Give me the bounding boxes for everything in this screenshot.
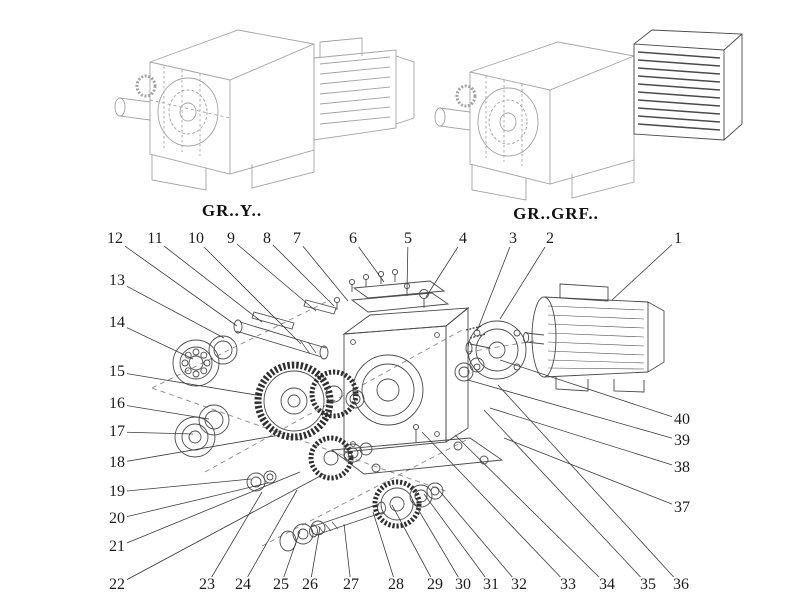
leader-line-37 (503, 437, 683, 509)
leader-line-11 (154, 238, 263, 323)
leader-line-32 (436, 487, 520, 586)
leader-line-40 (499, 359, 683, 421)
leader-line-23 (206, 491, 263, 586)
leader-line-29 (391, 504, 436, 586)
leader-line-10 (195, 238, 302, 345)
leader-line-35 (483, 409, 649, 586)
top-cover-and-bolts (333, 268, 450, 313)
leader-line-19 (116, 478, 252, 493)
part-number-17: 17 (107, 423, 127, 440)
part-number-13: 13 (107, 272, 127, 289)
part-number-36: 36 (671, 576, 691, 593)
part-number-21: 21 (107, 538, 127, 555)
part-number-34: 34 (597, 576, 617, 593)
part-number-23: 23 (197, 576, 217, 593)
part-number-16: 16 (107, 395, 127, 412)
part-number-40: 40 (672, 411, 692, 428)
part-number-5: 5 (402, 230, 414, 247)
output-shaft-assembly (279, 479, 444, 552)
part-number-20: 20 (107, 510, 127, 527)
leader-line-2 (499, 238, 551, 320)
leader-line-25 (280, 530, 301, 586)
leader-line-18 (116, 434, 281, 464)
part-number-35: 35 (638, 576, 658, 593)
leader-line-4 (425, 238, 464, 298)
part-number-31: 31 (481, 576, 501, 593)
part-number-30: 30 (453, 576, 473, 593)
variant-label-gr-grf: GR..GRF.. (513, 204, 599, 223)
part-number-3: 3 (507, 230, 519, 247)
leader-line-31 (423, 493, 492, 586)
leader-line-1 (611, 238, 679, 301)
leader-line-12 (114, 238, 238, 327)
part-number-2: 2 (544, 230, 556, 247)
leader-line-21 (116, 471, 301, 548)
part-number-22: 22 (107, 576, 127, 593)
part-number-10: 10 (186, 230, 206, 247)
part-number-38: 38 (672, 459, 692, 476)
part-number-28: 28 (386, 576, 406, 593)
leader-line-13 (116, 280, 225, 339)
assembled-unit-gr-y-drawing (114, 29, 415, 191)
leader-line-34 (454, 434, 608, 586)
leader-line-16 (116, 403, 210, 420)
part-number-33: 33 (558, 576, 578, 593)
leader-line-27 (343, 523, 352, 586)
cover-bolts (333, 268, 411, 310)
leader-line-26 (309, 526, 321, 586)
leader-line-36 (497, 384, 682, 586)
leader-line-5 (406, 238, 409, 292)
leader-line-8 (266, 238, 335, 307)
leader-line-30 (411, 498, 464, 586)
flange-and-spacers (454, 320, 527, 382)
eye-bolt (419, 289, 429, 308)
part-number-15: 15 (107, 363, 127, 380)
part-number-26: 26 (300, 576, 320, 593)
leader-line-17 (116, 431, 194, 435)
part-number-7: 7 (291, 230, 303, 247)
leader-line-33 (421, 431, 569, 586)
part-number-1: 1 (672, 230, 684, 247)
part-number-19: 19 (107, 483, 127, 500)
leader-line-9 (230, 238, 317, 312)
gear-housing (330, 307, 504, 475)
cooling-fin-block (633, 29, 743, 141)
assembled-unit-gr-grf-drawing (434, 29, 743, 201)
leader-line-14 (116, 322, 194, 360)
part-number-18: 18 (107, 454, 127, 471)
part-number-6: 6 (347, 230, 359, 247)
motor (522, 283, 665, 393)
part-number-11: 11 (145, 230, 165, 247)
variant-label-gr-y: GR..Y.. (201, 201, 263, 220)
part-number-37: 37 (672, 499, 692, 516)
leader-lines (114, 238, 683, 586)
part-number-29: 29 (425, 576, 445, 593)
leader-line-20 (116, 482, 269, 520)
exploded-view-drawing (151, 268, 665, 552)
leader-line-39 (467, 379, 683, 442)
part-number-14: 14 (107, 314, 127, 331)
leader-line-28 (372, 511, 397, 586)
part-number-24: 24 (233, 576, 253, 593)
part-number-8: 8 (261, 230, 273, 247)
leader-line-7 (296, 238, 349, 302)
left-bearings-and-seals (172, 335, 238, 458)
part-number-12: 12 (105, 230, 125, 247)
leader-line-24 (242, 489, 298, 586)
part-number-32: 32 (509, 576, 529, 593)
leader-line-3 (476, 238, 514, 332)
middle-pinion-set (246, 435, 373, 492)
part-number-4: 4 (457, 230, 469, 247)
leader-line-22 (116, 473, 325, 586)
input-shaft-assembly (233, 299, 337, 360)
leader-line-15 (116, 371, 263, 397)
leader-line-38 (489, 407, 683, 469)
part-number-27: 27 (341, 576, 361, 593)
part-number-9: 9 (225, 230, 237, 247)
part-number-25: 25 (271, 576, 291, 593)
part-number-39: 39 (672, 432, 692, 449)
upper-gear-set (254, 361, 365, 441)
